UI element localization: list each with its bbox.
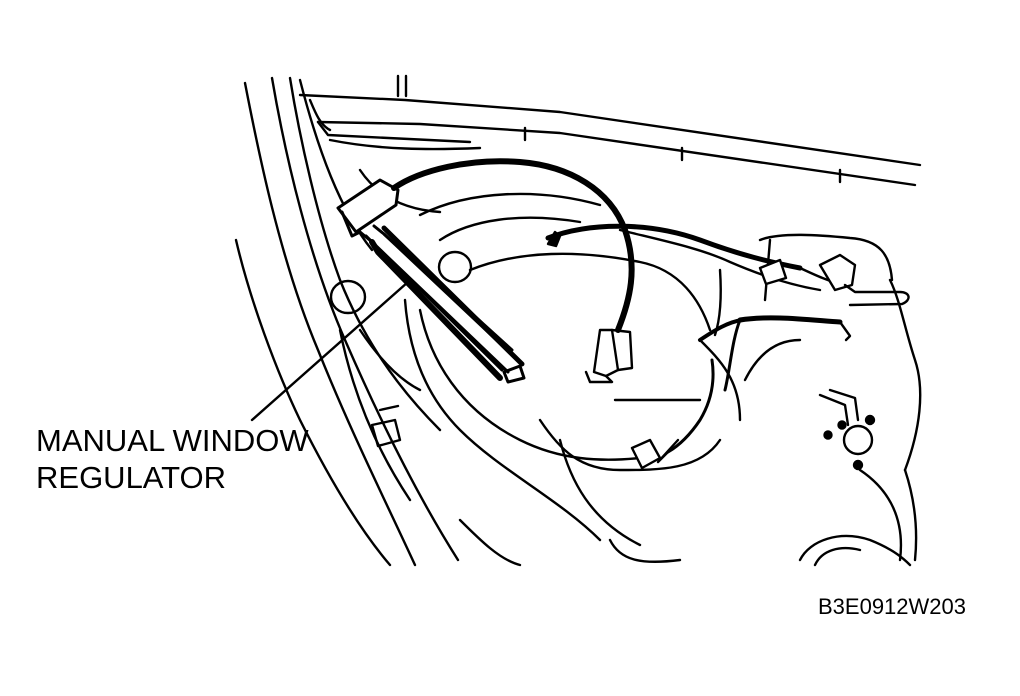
callout-leader-line <box>250 280 410 422</box>
window-frame <box>298 74 922 187</box>
callout-label: MANUAL WINDOW REGULATOR <box>36 422 309 496</box>
callout-label-line1: MANUAL WINDOW <box>36 423 309 458</box>
figure-code: B3E0912W203 <box>818 594 966 619</box>
inner-panel-contours <box>328 138 922 567</box>
door-pocket <box>370 404 402 448</box>
callout-label-line2: REGULATOR <box>36 460 227 495</box>
panel-holes <box>329 250 876 471</box>
door-frame-lines <box>234 76 460 567</box>
manual-window-regulator <box>336 178 526 384</box>
wiring-harness <box>391 158 910 470</box>
